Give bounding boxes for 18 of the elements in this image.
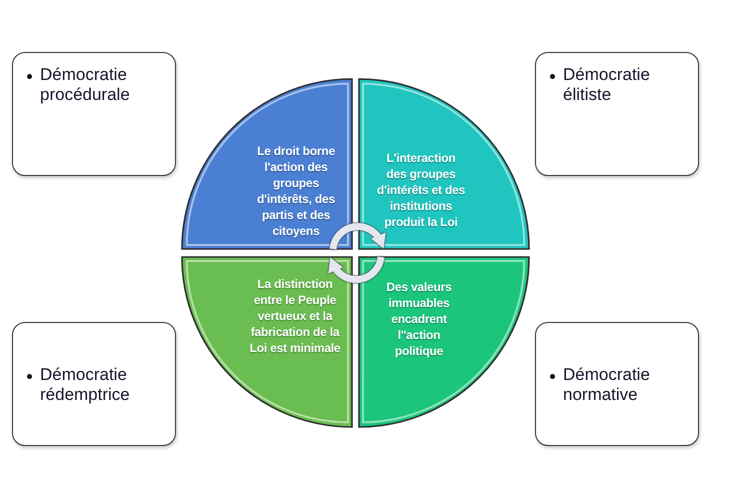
quadrant-segment bbox=[358, 256, 530, 428]
rounded-card bbox=[12, 322, 176, 446]
rounded-card bbox=[12, 52, 176, 176]
rounded-card bbox=[535, 322, 699, 446]
quadrant-text: Le droit borne l'action des groupes d'intérêts, des partis et des citoyens bbox=[256, 143, 336, 239]
curved-arrow bbox=[328, 256, 384, 283]
category-label: Démocratie normative bbox=[563, 365, 651, 405]
quadrant-text: La distinction entre le Peuple vertueux et la fabrication de la Loi est minimale bbox=[249, 276, 341, 356]
quadrant-text: L'interaction des groupes d'intérêts et des institutions produit la Loi bbox=[376, 150, 466, 230]
rounded-card bbox=[535, 52, 699, 176]
category-label: Démocratie rédemptrice bbox=[40, 365, 131, 405]
quadrant-segment bbox=[181, 78, 353, 250]
category-label: Démocratie procédurale bbox=[40, 65, 131, 105]
quadrant-text: Des valeurs immuables encadrent l''action politique bbox=[385, 279, 453, 359]
quadrant-segment bbox=[358, 78, 530, 250]
quadrant-segment bbox=[181, 256, 353, 428]
curved-arrow bbox=[330, 223, 386, 250]
category-label: Démocratie élitiste bbox=[563, 65, 651, 105]
